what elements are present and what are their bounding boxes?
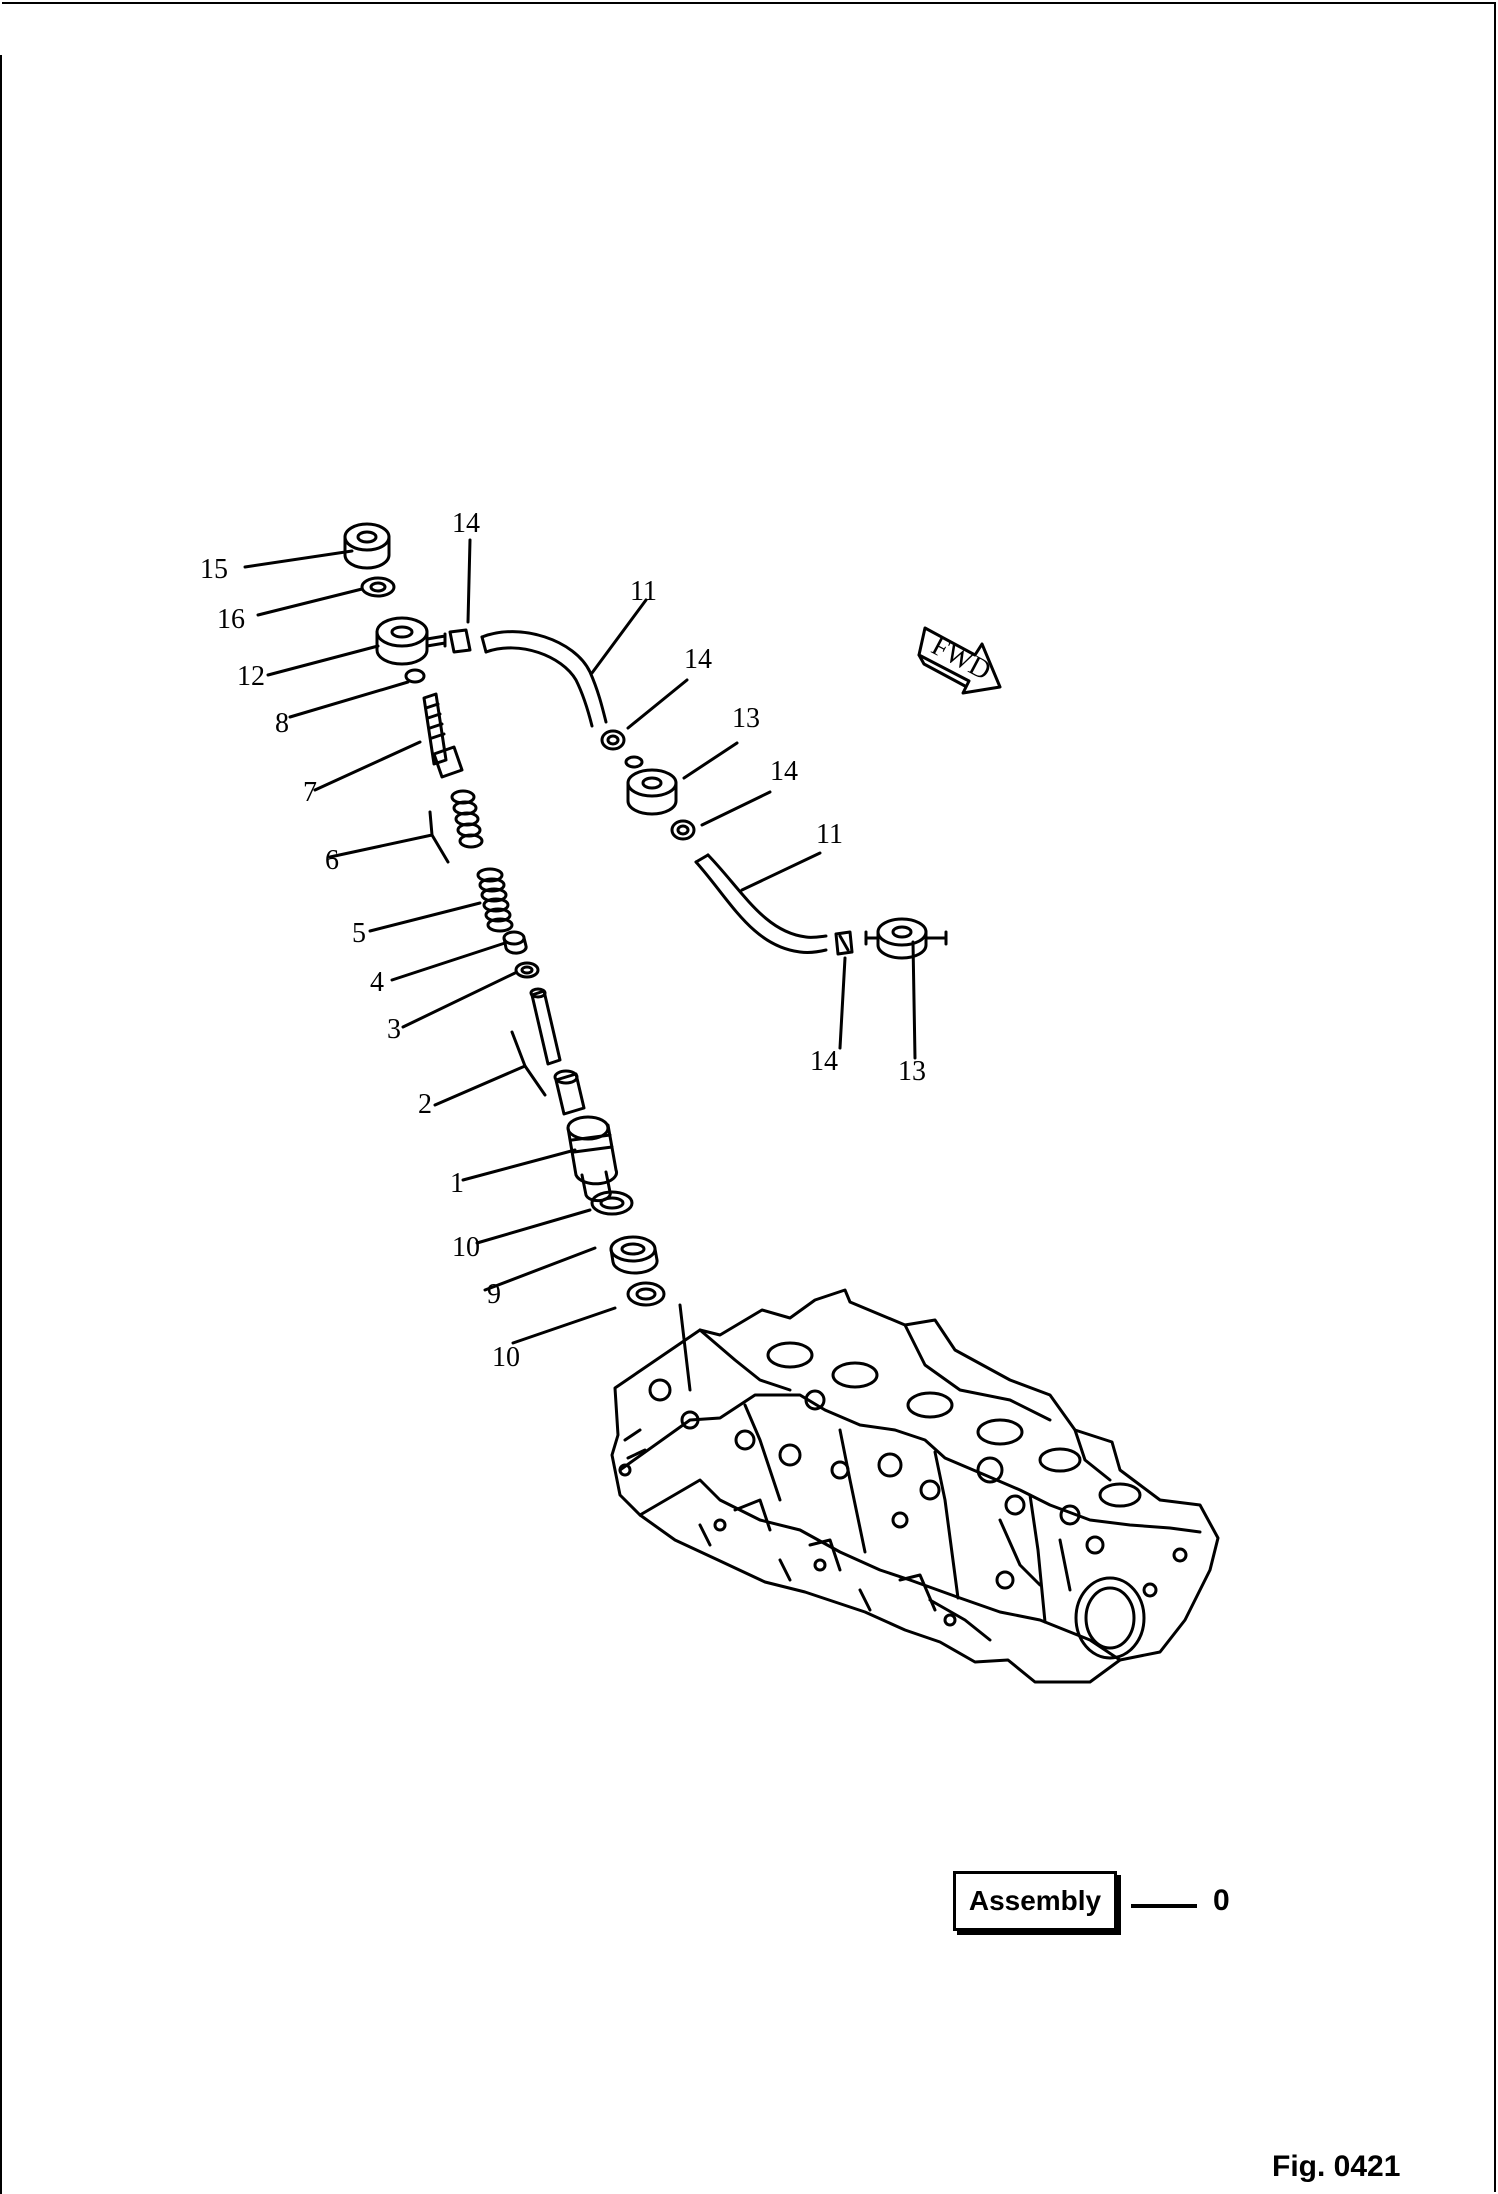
part-10-gasket-lower (626, 1281, 666, 1307)
part-14-clip-d (834, 930, 854, 956)
callout-7: 7 (303, 777, 317, 808)
assembly-value: 0 (1213, 1884, 1230, 1917)
part-9-seal (609, 1235, 659, 1275)
part-11-pipe-b (694, 853, 828, 954)
part-14-clip-c (670, 819, 696, 841)
callout-14-second: 14 (684, 644, 712, 675)
callout-14-bottom: 14 (810, 1046, 838, 1077)
part-12-banjo-fitting (375, 616, 447, 666)
callout-2: 2 (418, 1089, 432, 1120)
callout-16: 16 (217, 604, 245, 635)
callout-11-upper: 11 (630, 576, 657, 607)
part-2-nozzle-needle (529, 987, 586, 1116)
callout-10-upper: 10 (452, 1232, 480, 1263)
callout-3: 3 (387, 1014, 401, 1045)
callout-12: 12 (237, 661, 265, 692)
page-left-edge (0, 55, 2, 2194)
figure-label: Fig. 0421 (1272, 2150, 1401, 2183)
callout-4: 4 (370, 967, 384, 998)
part-4-spring-seat (502, 930, 528, 955)
callout-14-third: 14 (770, 756, 798, 787)
callout-14-top: 14 (452, 508, 480, 539)
fwd-arrow-icon (917, 626, 1002, 695)
callout-1: 1 (450, 1168, 464, 1199)
part-15-nut (343, 522, 391, 570)
callout-8: 8 (275, 708, 289, 739)
part-6-shims (450, 789, 484, 849)
part-14-clip-a (448, 628, 472, 654)
callout-9: 9 (487, 1279, 501, 1310)
part-11-pipe-a (480, 630, 608, 728)
callout-5: 5 (352, 918, 366, 949)
assembly-connector (1131, 1904, 1197, 1908)
part-1-nozzle-holder (566, 1115, 618, 1203)
assembly-button[interactable]: Assembly (953, 1871, 1117, 1931)
part-8-o-ring (404, 668, 426, 684)
leader-lines (243, 538, 917, 1392)
part-5-spring (476, 867, 514, 933)
part-13-banjo-fitting-a (624, 755, 678, 816)
callout-6: 6 (325, 845, 339, 876)
part-3-spacer (514, 961, 540, 979)
part-13-banjo-fitting-b (864, 917, 948, 960)
part-7-adjusting-screw (422, 692, 464, 779)
cylinder-head (610, 1288, 1220, 1684)
callout-11-lower: 11 (816, 819, 843, 850)
part-10-gasket-upper (590, 1190, 634, 1216)
part-14-clip-b (600, 729, 626, 751)
callout-labels: 15 16 12 8 7 6 5 4 3 2 1 10 9 10 14 11 1… (200, 508, 996, 1373)
part-16-washer (360, 576, 396, 598)
callout-13-lower: 13 (898, 1056, 926, 1087)
callout-10-lower: 10 (492, 1342, 520, 1373)
callout-13-upper: 13 (732, 703, 760, 734)
assembly-label: Assembly (968, 1885, 1102, 1916)
callout-15: 15 (200, 554, 228, 585)
